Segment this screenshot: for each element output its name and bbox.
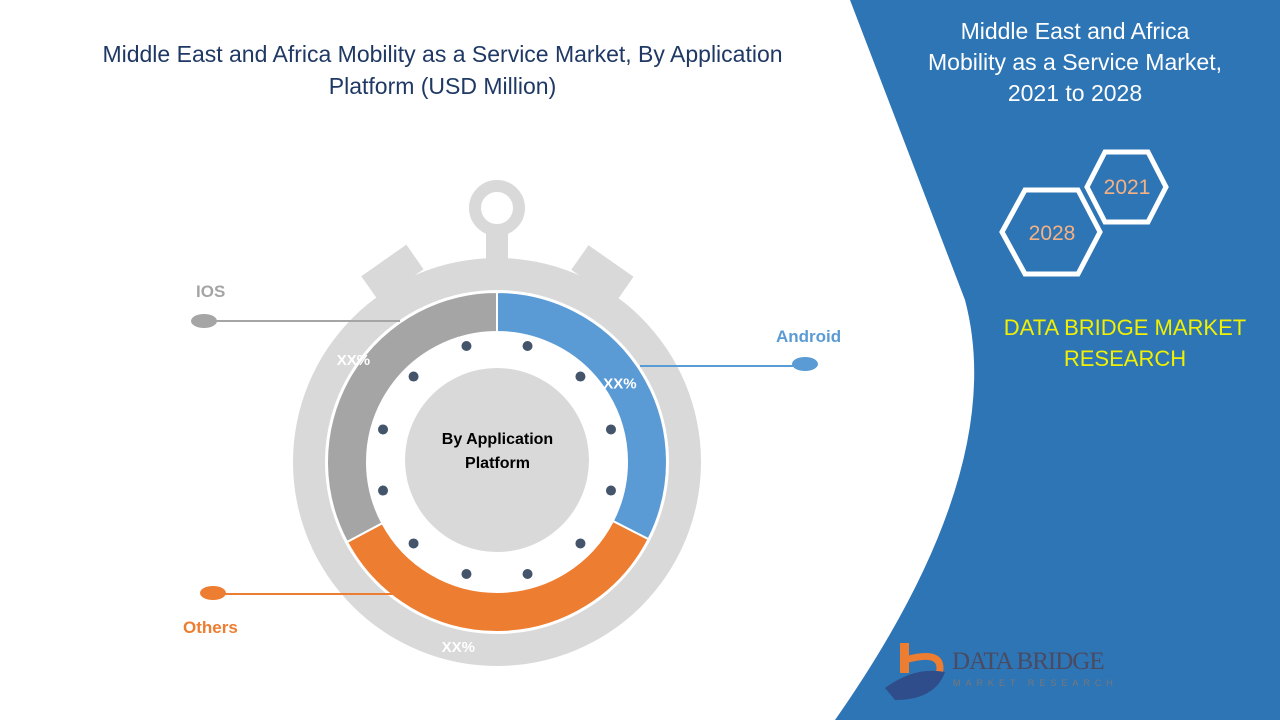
logo-mark: [885, 643, 945, 700]
tick-dot: [522, 341, 533, 352]
tick-dot: [605, 485, 616, 496]
panel-title-line: Mobility as a Service Market,: [928, 49, 1222, 75]
tick-dot: [408, 371, 419, 382]
data-label-others: XX%: [442, 639, 475, 656]
donut-slice-others: [345, 519, 650, 633]
tick-dot: [378, 424, 389, 435]
year-start-label: 2021: [1104, 176, 1151, 199]
donut-chart: XX% XX% XX%: [326, 290, 668, 656]
chart-title: Middle East and Africa Mobility as a Ser…: [102, 41, 783, 99]
tick-dot: [461, 341, 472, 352]
hexagon-2021: 2021: [1084, 149, 1169, 225]
donut-slice-ios: [326, 290, 498, 544]
data-label-ios: XX%: [337, 352, 370, 369]
hexagon-2028: 2028: [999, 187, 1103, 277]
panel-title-line: 2021 to 2028: [1007, 80, 1143, 106]
tick-dot: [575, 371, 586, 382]
brand-line: DATA BRIDGE MARKET: [1003, 315, 1247, 340]
logo-subtext: MARKET RESEARCH: [953, 678, 1118, 688]
brand-line: RESEARCH: [1063, 346, 1187, 371]
year-end-label: 2028: [1029, 222, 1076, 245]
center-disc: [405, 368, 589, 552]
tick-dot: [378, 485, 389, 496]
panel-title-line: Middle East and Africa: [960, 18, 1190, 44]
legend-label-ios: IOS: [196, 282, 226, 301]
tick-dot: [605, 424, 616, 435]
tick-dot: [522, 568, 533, 579]
brand-name: DATA BRIDGE MARKET RESEARCH: [985, 312, 1265, 374]
tick-dot: [461, 568, 472, 579]
legend-label-others: Others: [183, 618, 238, 637]
tick-dot: [575, 538, 586, 549]
panel-title: Middle East and Africa Mobility as a Ser…: [900, 16, 1250, 109]
leader-lines: [191, 314, 818, 600]
tick-dot: [408, 538, 419, 549]
logo-text: DATA BRIDGE: [952, 648, 1105, 675]
data-label-android: XX%: [603, 376, 636, 393]
legend-label-android: Android: [776, 327, 842, 346]
tick-dots: [378, 341, 616, 579]
side-panel: [835, 0, 1280, 720]
center-label: By Application Platform: [441, 431, 554, 472]
